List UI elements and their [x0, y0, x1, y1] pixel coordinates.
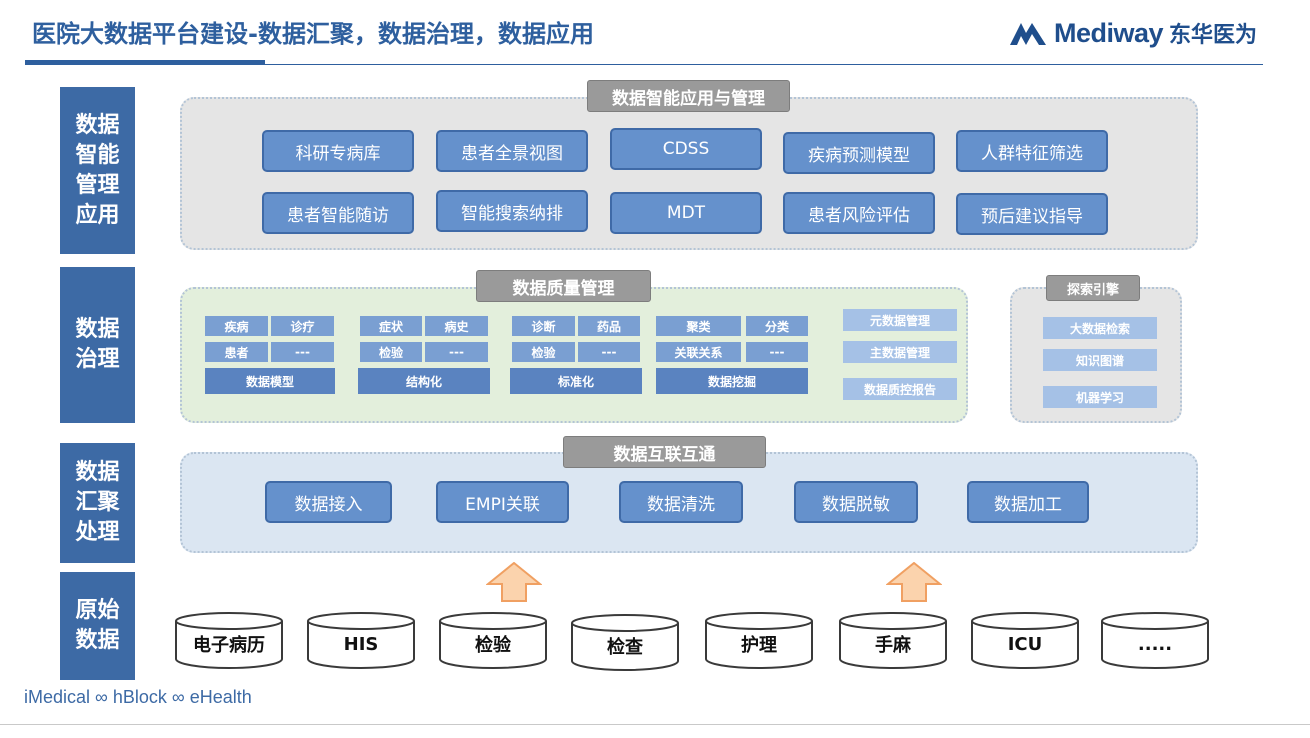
data-source-icu: ICU: [970, 611, 1080, 669]
governance-cell: 关联关系: [656, 342, 741, 362]
integration-button-data-cleaning[interactable]: 数据清洗: [619, 481, 743, 523]
data-source-exam: 检查: [570, 613, 680, 671]
governance-cell: 症状: [360, 316, 422, 336]
governance-cell: 诊断: [512, 316, 575, 336]
footer-divider: [0, 724, 1310, 725]
side-label-application: 数据 智能 管理 应用: [60, 87, 135, 254]
app-button-mdt[interactable]: MDT: [610, 192, 762, 234]
app-button-smart-search[interactable]: 智能搜索纳排: [436, 190, 588, 232]
governance-cell: ---: [746, 342, 808, 362]
governance-cell: 诊疗: [271, 316, 334, 336]
data-source-lab: 检验: [438, 611, 548, 669]
governance-group-footer: 结构化: [358, 368, 490, 394]
app-button-prognosis-guidance[interactable]: 预后建议指导: [956, 193, 1108, 235]
mediway-logo-icon: [1010, 23, 1046, 45]
governance-group-footer: 数据模型: [205, 368, 335, 394]
governance-cell: ---: [578, 342, 640, 362]
company-logo: Mediway 东华医为: [1008, 16, 1270, 50]
integration-button-data-access[interactable]: 数据接入: [265, 481, 392, 523]
governance-cell: 患者: [205, 342, 268, 362]
data-source-emr: 电子病历: [174, 611, 284, 669]
governance-meta-item: 元数据管理: [843, 309, 957, 331]
data-source-nursing: 护理: [704, 611, 814, 669]
search-engine-header: 探索引擎: [1046, 275, 1140, 301]
integration-button-data-processing[interactable]: 数据加工: [967, 481, 1089, 523]
database-cylinder-icon: [971, 612, 1079, 669]
database-cylinder-icon: [175, 612, 283, 669]
data-source-anesthesia: 手麻: [838, 611, 948, 669]
governance-cell: 检验: [360, 342, 422, 362]
governance-cell: 疾病: [205, 316, 268, 336]
database-cylinder-icon: [1101, 612, 1209, 669]
up-arrow-icon: [886, 562, 942, 602]
data-source-more: .....: [1100, 611, 1210, 669]
search-engine-item: 大数据检索: [1043, 317, 1157, 339]
search-engine-item: 机器学习: [1043, 386, 1157, 408]
title-accent-bar: [25, 60, 265, 65]
side-label-integration: 数据 汇聚 处理: [60, 443, 135, 563]
app-button-cdss[interactable]: CDSS: [610, 128, 762, 170]
app-button-population-screening[interactable]: 人群特征筛选: [956, 130, 1108, 172]
governance-cell: 病史: [425, 316, 488, 336]
logo-cn: 东华医为: [1169, 23, 1258, 48]
side-label-raw-data: 原始 数据: [60, 572, 135, 680]
governance-cell: ---: [425, 342, 488, 362]
integration-button-empi[interactable]: EMPI关联: [436, 481, 569, 523]
search-engine-item: 知识图谱: [1043, 349, 1157, 371]
app-button-patient-view[interactable]: 患者全景视图: [436, 130, 588, 172]
logo-brand: Mediway: [1054, 17, 1164, 48]
integration-header: 数据互联互通: [563, 436, 766, 468]
database-cylinder-icon: [307, 612, 415, 669]
database-cylinder-icon: [839, 612, 947, 669]
integration-button-data-masking[interactable]: 数据脱敏: [794, 481, 918, 523]
database-cylinder-icon: [439, 612, 547, 669]
side-label-governance: 数据 治理: [60, 267, 135, 423]
governance-group-footer: 标准化: [510, 368, 642, 394]
footer-tagline: iMedical ∞ hBlock ∞ eHealth: [24, 687, 252, 707]
app-button-disease-prediction[interactable]: 疾病预测模型: [783, 132, 935, 174]
database-cylinder-icon: [571, 614, 679, 671]
app-button-risk-assessment[interactable]: 患者风险评估: [783, 192, 935, 234]
app-button-research-disease-db[interactable]: 科研专病库: [262, 130, 414, 172]
up-arrow-icon: [486, 562, 542, 602]
governance-cell: 分类: [746, 316, 808, 336]
title-divider: [25, 64, 1263, 65]
governance-cell: 检验: [512, 342, 575, 362]
governance-meta-item: 数据质控报告: [843, 378, 957, 400]
data-source-his: HIS: [306, 611, 416, 669]
governance-cell: ---: [271, 342, 334, 362]
page-title: 医院大数据平台建设-数据汇聚，数据治理，数据应用: [32, 20, 594, 48]
governance-meta-item: 主数据管理: [843, 341, 957, 363]
governance-header: 数据质量管理: [476, 270, 651, 302]
app-button-patient-followup[interactable]: 患者智能随访: [262, 192, 414, 234]
database-cylinder-icon: [705, 612, 813, 669]
application-layer-header: 数据智能应用与管理: [587, 80, 790, 112]
governance-cell: 药品: [578, 316, 640, 336]
governance-group-footer: 数据挖掘: [656, 368, 808, 394]
governance-cell: 聚类: [656, 316, 741, 336]
